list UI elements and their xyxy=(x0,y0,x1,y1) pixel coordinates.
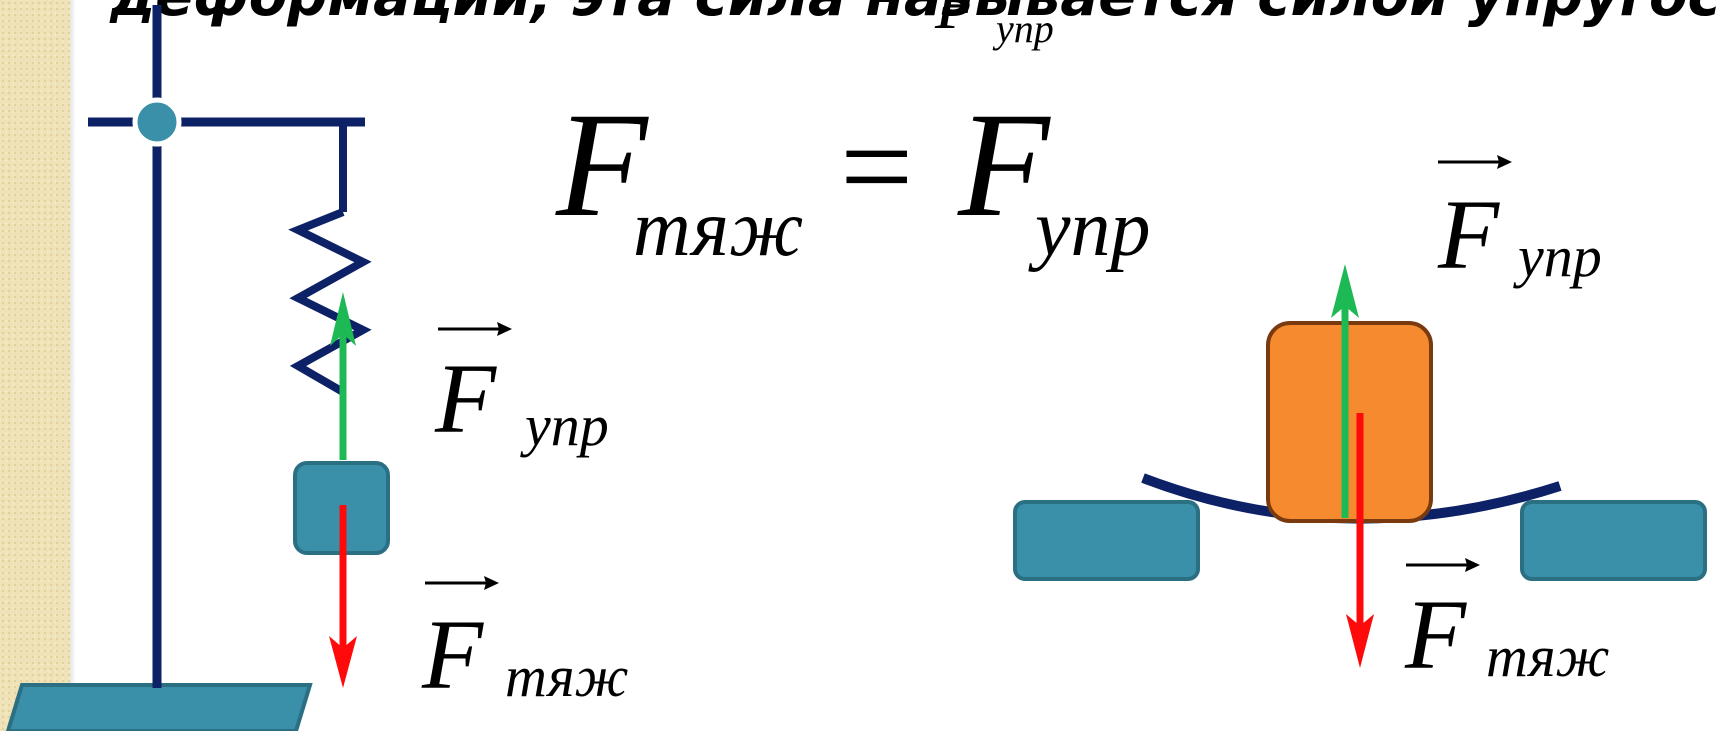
right-support xyxy=(1520,500,1707,581)
beam-elastic-label: F упр xyxy=(1437,155,1602,290)
spring-elastic-label: F упр xyxy=(434,322,609,458)
spring-gravity-subscript: тяж xyxy=(505,644,629,709)
beam-gravity-letter: F xyxy=(1404,579,1467,690)
load-block xyxy=(1266,321,1433,523)
equilibrium-equation: F тяж = F упр xyxy=(555,82,1151,273)
equation-left-subscript: тяж xyxy=(633,185,803,273)
side-strip-shadow xyxy=(70,0,76,731)
beam-elastic-letter: F xyxy=(1437,179,1500,290)
spring-stand-scene xyxy=(5,5,390,731)
beam-gravity-subscript: тяж xyxy=(1486,624,1610,689)
beam-gravity-arrowhead xyxy=(1346,614,1374,668)
equation-right-subscript: упр xyxy=(1028,185,1151,273)
spring-gravity-letter: F xyxy=(421,599,484,710)
equation-right-letter: F xyxy=(957,82,1051,248)
left-support xyxy=(1013,500,1200,581)
spring-elastic-letter: F xyxy=(434,343,497,454)
spring-elastic-arrowhead xyxy=(330,292,356,346)
spring-coil xyxy=(288,208,372,396)
title-overlay-subscript: упр xyxy=(992,6,1054,51)
equation-left-letter: F xyxy=(555,82,649,248)
beam-elastic-arrowhead xyxy=(1331,264,1359,318)
stand-base xyxy=(5,683,313,731)
beam-elastic-subscript: упр xyxy=(1513,224,1602,289)
decorative-side-strip xyxy=(0,0,70,731)
spring-gravity-label: F тяж xyxy=(421,576,629,710)
beam-scene xyxy=(1013,264,1707,668)
title-overlay-letter: F xyxy=(934,0,979,44)
spring-elastic-subscript: упр xyxy=(520,393,609,458)
title-overlay-formula: F упр xyxy=(934,0,1054,51)
spring-gravity-arrowhead xyxy=(329,636,357,688)
beam-gravity-label: F тяж xyxy=(1404,558,1610,690)
equation-operator: = xyxy=(840,95,913,239)
stand-clamp xyxy=(132,97,182,147)
slide-title: деформации, эта сила называется силой уп… xyxy=(110,0,1719,29)
